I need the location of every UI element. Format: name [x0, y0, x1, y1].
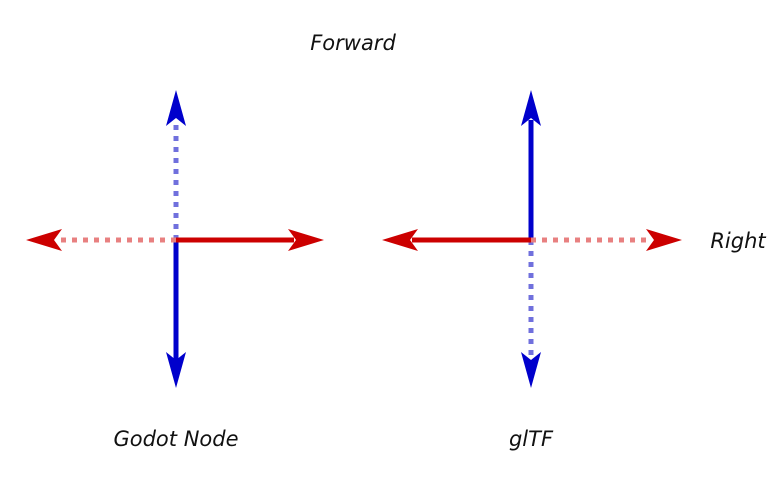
godot-down-arrowhead: [166, 352, 186, 388]
godot-up-arrowhead: [166, 90, 186, 126]
right-label: Right: [710, 229, 766, 253]
gltf-up-arrowhead: [521, 90, 541, 126]
gltf-axes: [382, 90, 682, 388]
godot-node-label: Godot Node: [113, 427, 238, 451]
godot-axes: [26, 90, 324, 388]
gltf-right-arrowhead: [646, 229, 682, 251]
forward-label: Forward: [310, 31, 396, 55]
godot-right-arrowhead: [288, 229, 324, 251]
gltf-label: glTF: [509, 427, 554, 451]
gltf-left-arrowhead: [382, 229, 418, 251]
godot-left-arrowhead: [26, 229, 62, 251]
gltf-down-arrowhead: [521, 352, 541, 388]
